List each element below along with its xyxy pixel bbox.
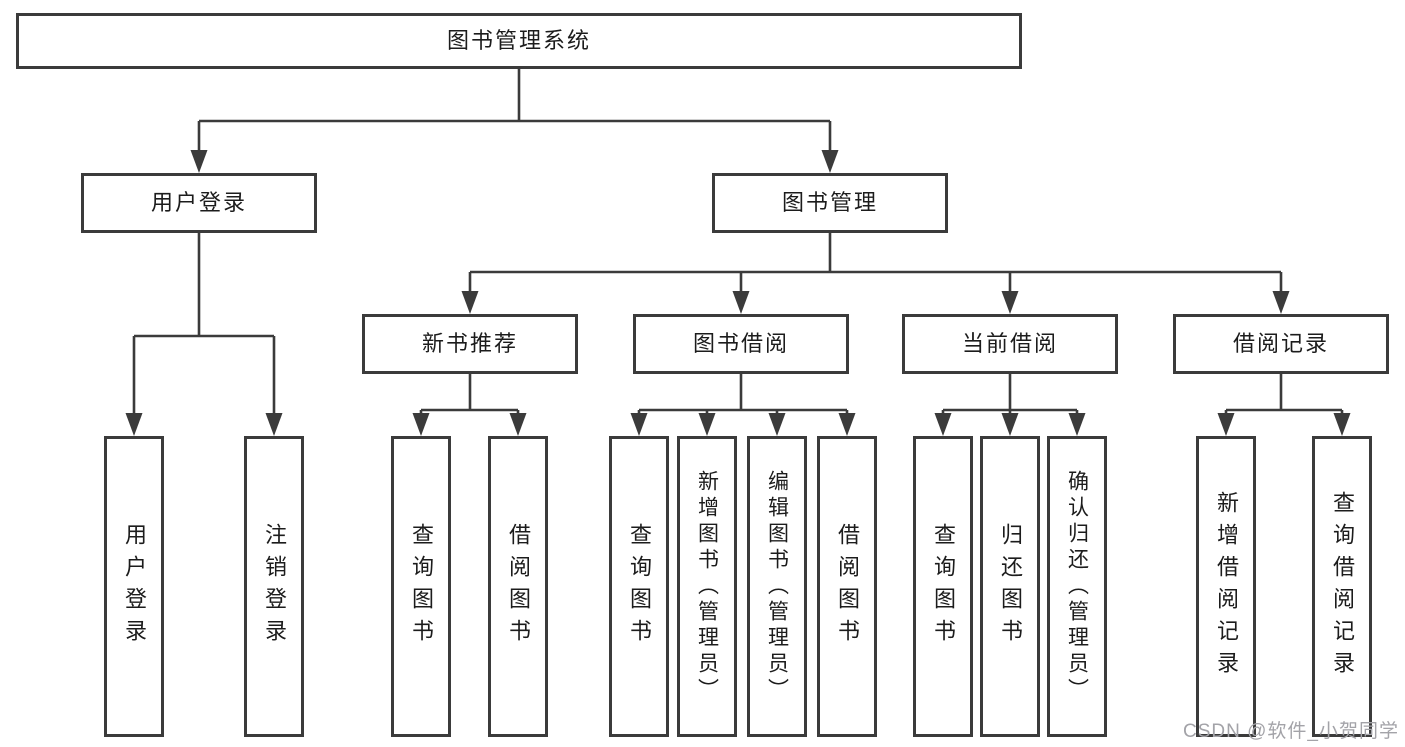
node-label-leaf-query-book-3: 查询图书 xyxy=(931,522,956,651)
node-label-leaf-add-book: 新增图书（管理员） xyxy=(695,469,719,704)
node-leaf-query-book-3: 查询图书 xyxy=(913,436,973,737)
watermark: CSDN @软件_小贺同学 xyxy=(1183,721,1399,742)
node-leaf-add-book: 新增图书（管理员） xyxy=(677,436,737,737)
node-leaf-return-book: 归还图书 xyxy=(980,436,1040,737)
node-borrow-records: 借阅记录 xyxy=(1173,314,1389,374)
node-label-leaf-edit-book: 编辑图书（管理员） xyxy=(765,469,789,704)
node-label-root: 图书管理系统 xyxy=(446,28,591,53)
arrowhead-to-leaf-query-borrow-rec xyxy=(1333,413,1351,436)
node-label-leaf-add-borrow-rec: 新增借阅记录 xyxy=(1214,490,1239,683)
arrowhead-to-leaf-logout xyxy=(265,413,283,436)
node-label-new-book-rec: 新书推荐 xyxy=(421,331,518,356)
arrowhead-to-new-book-rec xyxy=(461,291,479,314)
node-label-leaf-borrow-book-1: 借阅图书 xyxy=(506,522,531,651)
arrowhead-to-current-borrow xyxy=(1001,291,1019,314)
arrowhead-to-leaf-edit-book xyxy=(768,413,786,436)
node-label-leaf-confirm-return: 确认归还（管理员） xyxy=(1065,469,1089,704)
node-label-leaf-return-book: 归还图书 xyxy=(998,522,1023,651)
arrowhead-to-leaf-borrow-book-1 xyxy=(509,413,527,436)
arrowhead-to-borrow-records xyxy=(1272,291,1290,314)
arrowhead-to-leaf-query-book-2 xyxy=(630,413,648,436)
node-label-leaf-query-book-1: 查询图书 xyxy=(409,522,434,651)
arrowhead-to-leaf-user-login xyxy=(125,413,143,436)
arrowhead-to-user-login-module xyxy=(190,150,208,173)
node-label-book-borrow: 图书借阅 xyxy=(692,331,789,356)
node-leaf-query-book-1: 查询图书 xyxy=(391,436,451,737)
node-leaf-edit-book: 编辑图书（管理员） xyxy=(747,436,807,737)
node-user-login-module: 用户登录 xyxy=(81,173,317,233)
node-label-leaf-borrow-book-2: 借阅图书 xyxy=(835,522,860,651)
arrowhead-to-book-mgmt-module xyxy=(821,150,839,173)
node-book-borrow: 图书借阅 xyxy=(633,314,849,374)
node-leaf-borrow-book-2: 借阅图书 xyxy=(817,436,877,737)
node-new-book-rec: 新书推荐 xyxy=(362,314,578,374)
arrowhead-to-leaf-confirm-return xyxy=(1068,413,1086,436)
arrowhead-to-book-borrow xyxy=(732,291,750,314)
node-label-leaf-query-book-2: 查询图书 xyxy=(627,522,652,651)
node-leaf-logout: 注销登录 xyxy=(244,436,304,737)
node-label-book-mgmt-module: 图书管理 xyxy=(781,190,878,215)
node-leaf-confirm-return: 确认归还（管理员） xyxy=(1047,436,1107,737)
arrowhead-to-leaf-add-borrow-rec xyxy=(1217,413,1235,436)
node-label-current-borrow: 当前借阅 xyxy=(961,331,1058,356)
node-book-mgmt-module: 图书管理 xyxy=(712,173,948,233)
arrowhead-to-leaf-query-book-3 xyxy=(934,413,952,436)
node-label-leaf-user-login: 用户登录 xyxy=(122,522,147,651)
node-leaf-borrow-book-1: 借阅图书 xyxy=(488,436,548,737)
node-leaf-user-login: 用户登录 xyxy=(104,436,164,737)
node-label-borrow-records: 借阅记录 xyxy=(1232,331,1329,356)
node-leaf-query-book-2: 查询图书 xyxy=(609,436,669,737)
node-leaf-add-borrow-rec: 新增借阅记录 xyxy=(1196,436,1256,737)
arrowhead-to-leaf-add-book xyxy=(698,413,716,436)
arrowhead-to-leaf-borrow-book-2 xyxy=(838,413,856,436)
arrowhead-to-leaf-return-book xyxy=(1001,413,1019,436)
arrowhead-to-leaf-query-book-1 xyxy=(412,413,430,436)
node-label-user-login-module: 用户登录 xyxy=(150,190,247,215)
node-leaf-query-borrow-rec: 查询借阅记录 xyxy=(1312,436,1372,737)
node-label-leaf-query-borrow-rec: 查询借阅记录 xyxy=(1330,490,1355,683)
node-root: 图书管理系统 xyxy=(16,13,1022,69)
node-current-borrow: 当前借阅 xyxy=(902,314,1118,374)
node-label-leaf-logout: 注销登录 xyxy=(262,522,287,651)
